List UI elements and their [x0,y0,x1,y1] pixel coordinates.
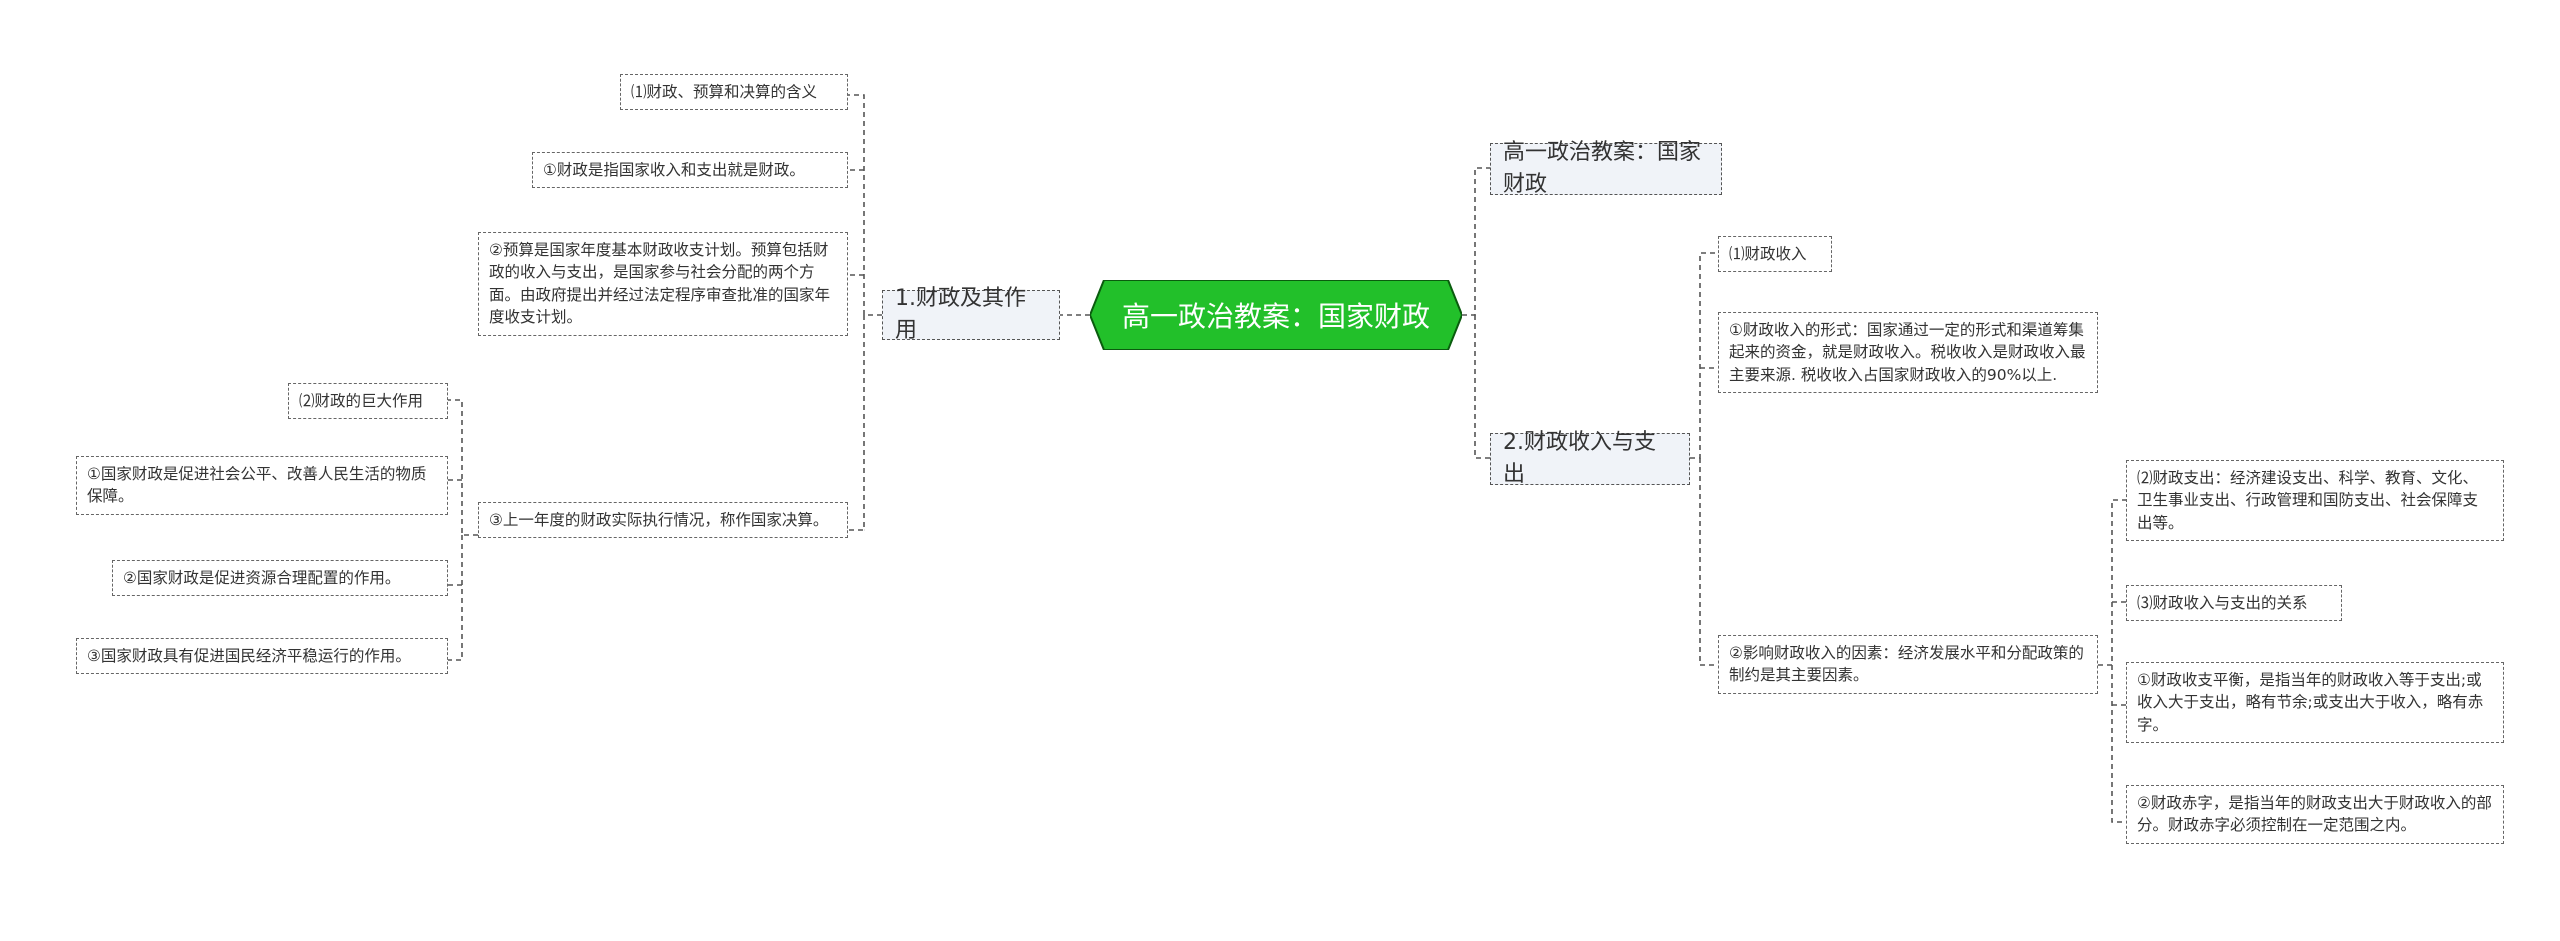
node-fiscal-deficit[interactable]: ②财政赤字，是指当年的财政支出大于财政收入的部分。财政赤字必须控制在一定范围之内… [2126,785,2504,844]
node-fiscal-balance[interactable]: ①财政收支平衡，是指当年的财政收入等于支出;或收入大于支出，略有节余;或支出大于… [2126,662,2504,744]
node-fiscal-revenue[interactable]: ⑴财政收入 [1718,236,1832,273]
node-finance-major-role[interactable]: ⑵财政的巨大作用 [288,383,448,420]
node-resource-allocation[interactable]: ②国家财政是促进资源合理配置的作用。 [112,560,448,597]
node-revenue-forms[interactable]: ①财政收入的形式：国家通过一定的形式和渠道筹集起来的资金，就是财政收入。税收收入… [1718,312,2098,394]
subtopic-finance-role[interactable]: 1.财政及其作用 [882,286,1060,343]
subtopic-title-repeat[interactable]: 高一政治教案：国家财政 [1490,140,1722,197]
node-revenue-expenditure-relation[interactable]: ⑶财政收入与支出的关系 [2126,585,2342,622]
root-topic[interactable]: 高一政治教案：国家财政 [1090,280,1462,350]
subtopic-revenue-expenditure[interactable]: 2.财政收入与支出 [1490,430,1690,487]
root-shape [1090,280,1462,350]
node-final-accounts[interactable]: ③上一年度的财政实际执行情况，称作国家决算。 [478,502,848,539]
node-finance-is-income[interactable]: ①财政是指国家收入和支出就是财政。 [532,152,848,189]
node-fiscal-expenditure[interactable]: ⑵财政支出：经济建设支出、科学、教育、文化、卫生事业支出、行政管理和国防支出、社… [2126,460,2504,542]
root-label: 高一政治教案：国家财政 [1121,300,1430,333]
node-economic-stability[interactable]: ③国家财政具有促进国民经济平稳运行的作用。 [76,638,448,675]
node-budget-definition[interactable]: ②预算是国家年度基本财政收支计划。预算包括财政的收入与支出，是国家参与社会分配的… [478,232,848,336]
node-finance-definition[interactable]: ⑴财政、预算和决算的含义 [620,74,848,111]
node-revenue-factors[interactable]: ②影响财政收入的因素：经济发展水平和分配政策的制约是其主要因素。 [1718,635,2098,694]
node-social-fairness[interactable]: ①国家财政是促进社会公平、改善人民生活的物质保障。 [76,456,448,515]
